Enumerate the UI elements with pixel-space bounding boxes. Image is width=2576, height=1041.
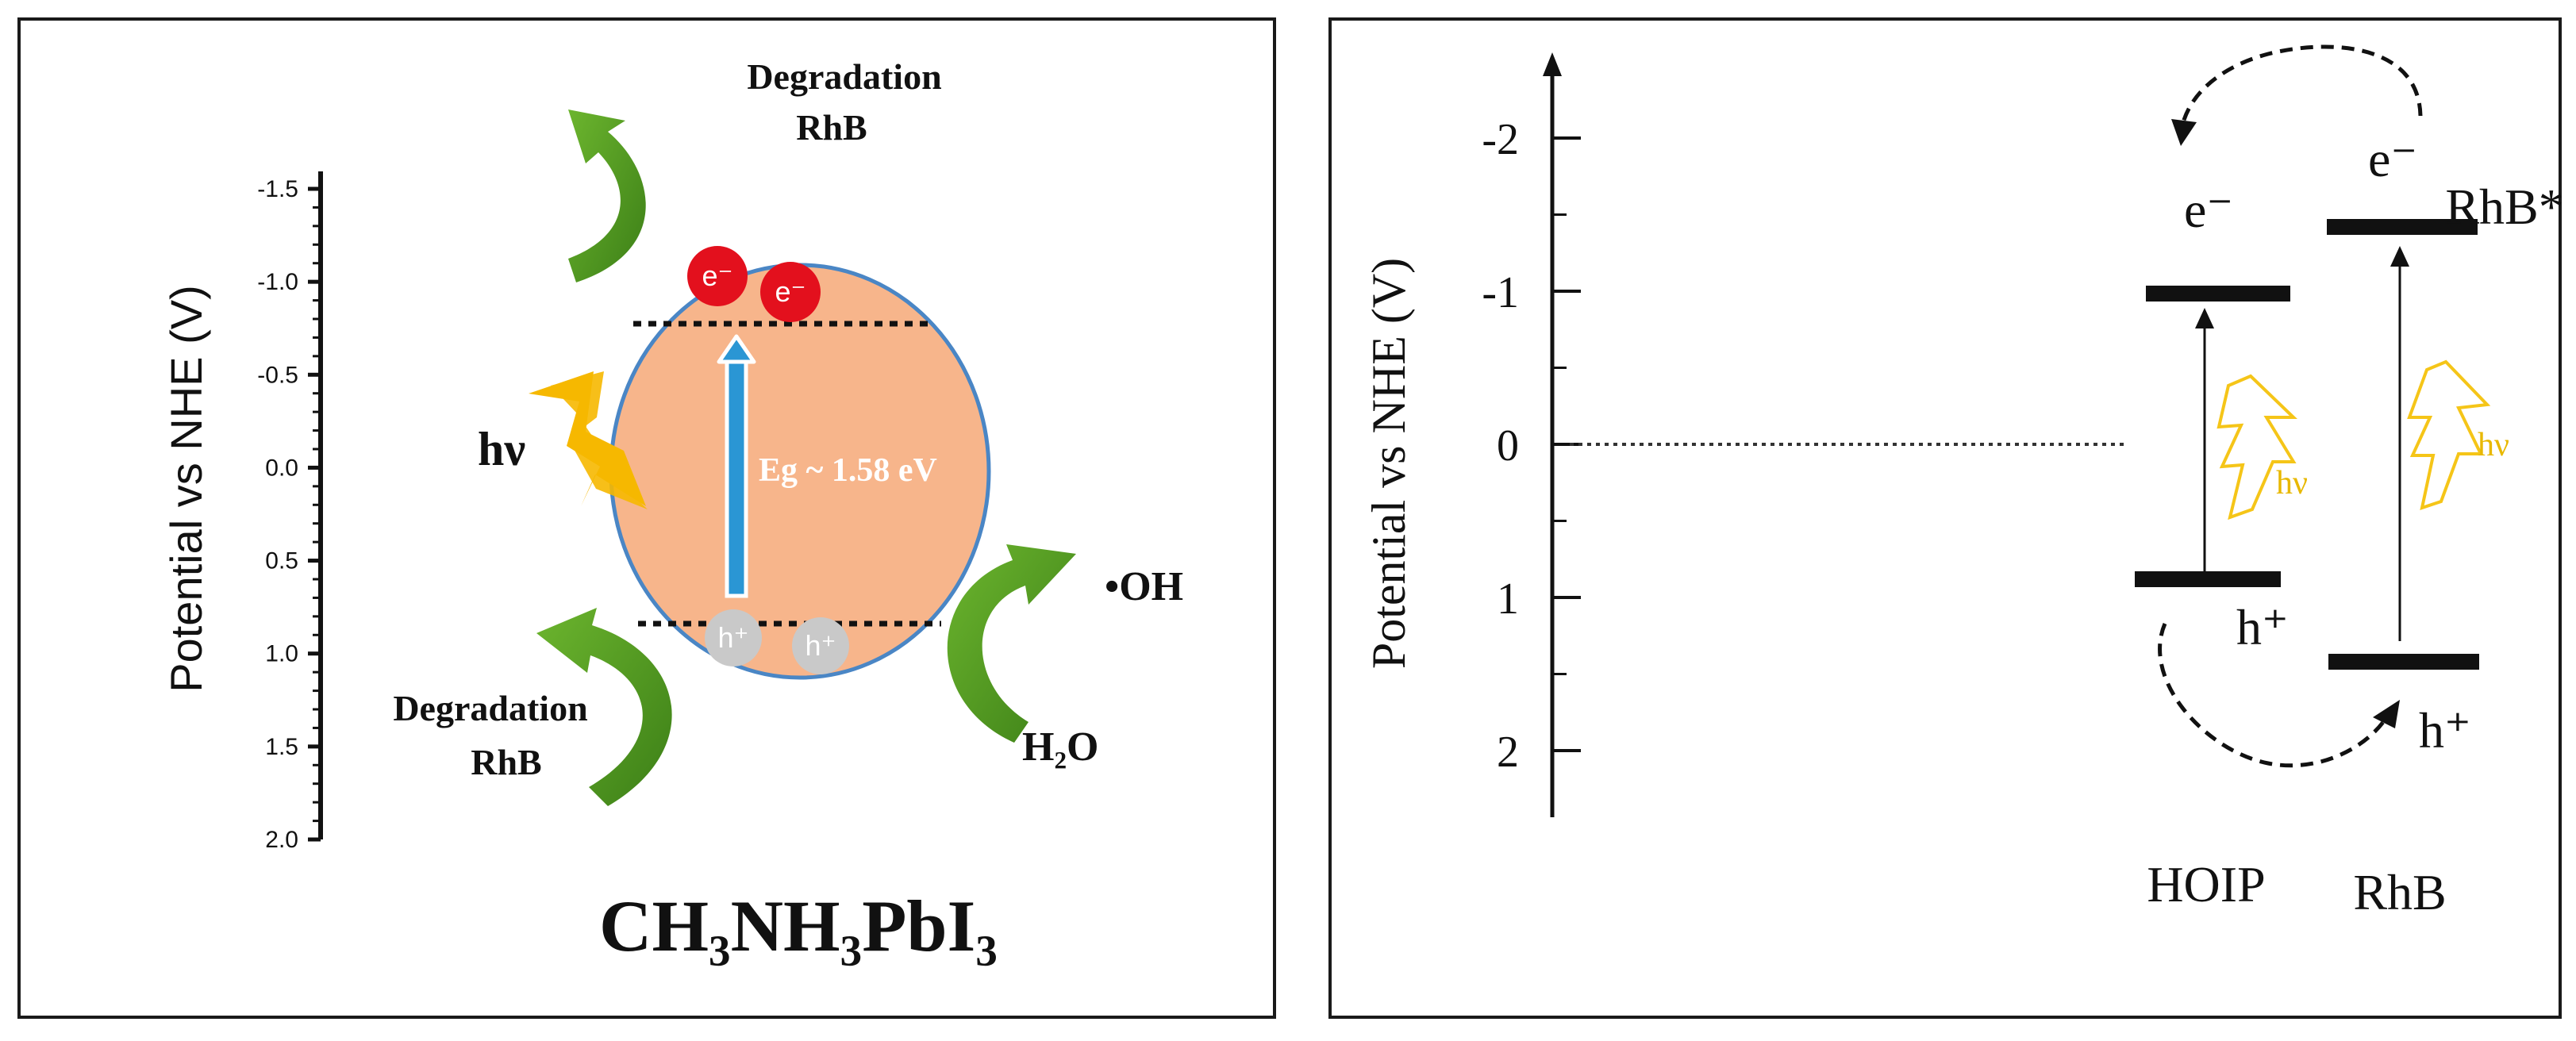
bandgap-label: Eg ~ 1.58 eV bbox=[759, 452, 937, 489]
bottom-rhb-label: RhB bbox=[471, 742, 541, 782]
left-tick-label: -1.0 bbox=[257, 269, 298, 295]
hoip-hole-label: h⁺ bbox=[2236, 599, 2289, 655]
rhb-label: RhB bbox=[2353, 864, 2446, 920]
water-label: H₂O bbox=[1022, 724, 1098, 770]
rhb-excitation-arrowhead bbox=[2390, 246, 2409, 267]
rhb-excited-label: RhB* bbox=[2445, 179, 2563, 235]
photocatalysis-diagram: Potential vs NHE (V) -1.5 -1.0 -0.5 0.0 0.5 1… bbox=[161, 56, 1183, 966]
rhb-electron-label: e⁻ bbox=[2368, 131, 2417, 187]
electron-transfer-arrowhead bbox=[2171, 119, 2197, 146]
left-tick-label: -1.5 bbox=[257, 176, 298, 202]
right-tick-label: 1 bbox=[1497, 574, 1519, 624]
left-tick-label: 1.0 bbox=[265, 641, 298, 667]
hydroxyl-radical-label: •OH bbox=[1105, 564, 1183, 609]
left-tick-label: 0.0 bbox=[265, 455, 298, 481]
hole-label: h⁺ bbox=[717, 621, 748, 654]
electron-1: e⁻ bbox=[687, 246, 748, 306]
left-y-tick-labels: -1.5 -1.0 -0.5 0.0 0.5 1.0 1.5 2.0 bbox=[257, 176, 298, 853]
electron-2: e⁻ bbox=[760, 262, 821, 322]
photocatalysis-panel: Potential vs NHE (V) -1.5 -1.0 -0.5 0.0 0.5 1… bbox=[17, 17, 1276, 1019]
energy-level-diagram: Potential vs NHE (V) -2 -1 0 1 2 hν hν e⁻ h⁺… bbox=[1363, 44, 2564, 920]
top-degradation-label: Degradation bbox=[747, 56, 941, 97]
lightning-icon bbox=[2407, 359, 2491, 511]
hole-label: h⁺ bbox=[805, 629, 836, 662]
lightning-icon bbox=[551, 371, 648, 509]
right-y-axis-label: Potential vs NHE (V) bbox=[1363, 258, 1415, 669]
electron-transfer-arrow bbox=[2180, 44, 2423, 126]
hole-1: h⁺ bbox=[705, 609, 762, 666]
energy-level-panel: Potential vs NHE (V) -2 -1 0 1 2 hν hν e⁻ h⁺… bbox=[1328, 17, 2564, 1019]
green-arrow-top-icon bbox=[568, 109, 646, 282]
hole-transfer-arrow bbox=[2158, 623, 2388, 768]
electron-label: e⁻ bbox=[775, 275, 805, 308]
hoip-excitation-arrowhead bbox=[2195, 308, 2214, 328]
right-tick-label: 0 bbox=[1497, 421, 1519, 471]
left-tick-label: 2.0 bbox=[265, 827, 298, 853]
hoip-label: HOIP bbox=[2147, 856, 2265, 912]
left-tick-label: 0.5 bbox=[265, 548, 298, 574]
electron-label: e⁻ bbox=[702, 259, 732, 292]
light-label: hν bbox=[478, 423, 525, 475]
left-tick-label: -0.5 bbox=[257, 362, 298, 388]
bandgap-arrow bbox=[717, 334, 756, 598]
right-tick-label: -2 bbox=[1482, 115, 1519, 164]
right-tick-label: 2 bbox=[1497, 728, 1519, 777]
hoip-light-label: hν bbox=[2276, 465, 2308, 501]
right-y-axis bbox=[1543, 52, 1581, 817]
top-rhb-label: RhB bbox=[796, 107, 867, 148]
green-arrow-bottom-right-icon bbox=[947, 544, 1076, 743]
right-y-tick-labels: -2 -1 0 1 2 bbox=[1482, 115, 1519, 777]
rhb-hole-label: h⁺ bbox=[2419, 702, 2471, 759]
left-tick-label: 1.5 bbox=[265, 734, 298, 760]
right-tick-label: -1 bbox=[1482, 268, 1519, 317]
bottom-degradation-label: Degradation bbox=[393, 688, 587, 728]
hole-2: h⁺ bbox=[792, 617, 849, 674]
left-y-axis bbox=[308, 171, 323, 842]
hole-transfer-arrowhead bbox=[2373, 700, 2400, 728]
left-y-axis-label: Potential vs NHE (V) bbox=[161, 285, 211, 693]
lightning-icon bbox=[2217, 374, 2297, 520]
rhb-light-label: hν bbox=[2478, 427, 2509, 463]
compound-label: CH₃NH₃PbI₃ bbox=[599, 885, 998, 966]
green-arrow-bottom-left-icon bbox=[536, 608, 672, 806]
hoip-electron-label: e⁻ bbox=[2184, 182, 2233, 238]
